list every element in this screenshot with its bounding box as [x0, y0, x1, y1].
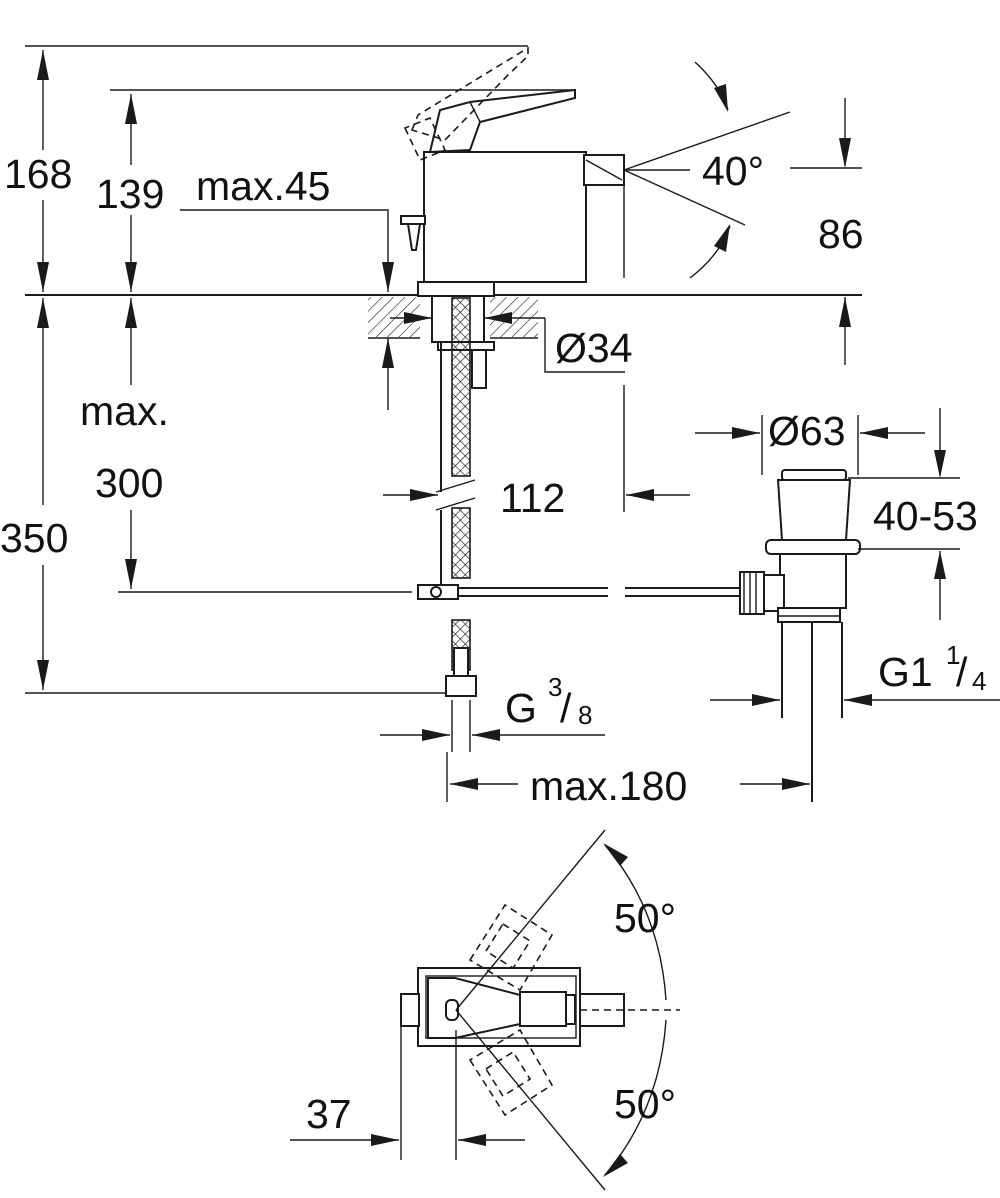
- dim-168: [37, 50, 49, 292]
- label-diameter-34: Ø34: [555, 325, 633, 371]
- supply-hoses: [417, 295, 495, 752]
- dim-supply-thread: [380, 729, 605, 741]
- pop-up-rod: [458, 587, 745, 597]
- lever-dashed-back: [468, 903, 554, 992]
- label-40-53: 40-53: [873, 493, 978, 539]
- label-supply-thread-den: 8: [578, 700, 592, 730]
- lever-dashed-front: [468, 1028, 554, 1117]
- label-37: 37: [306, 1091, 352, 1137]
- label-waste-thread-main: G1: [878, 649, 933, 695]
- label-waste-thread-den: 4: [972, 666, 986, 696]
- waste-assembly: [739, 469, 861, 802]
- dim-350: [37, 298, 49, 690]
- label-112: 112: [500, 475, 565, 521]
- dim-112: [383, 385, 690, 512]
- label-max-180: max.180: [530, 763, 687, 809]
- dim-waste-thread: [710, 694, 1000, 706]
- label-max-45: max.45: [196, 163, 330, 209]
- mixer-body: [400, 46, 625, 297]
- dim-diameter-63: [695, 415, 925, 475]
- dim-max-45: [180, 209, 394, 410]
- label-139: 139: [96, 171, 164, 217]
- dim-angle-40: [623, 61, 791, 279]
- label-waste-thread-num: 1: [946, 640, 960, 670]
- label-diameter-63: Ø63: [768, 408, 846, 454]
- label-86: 86: [818, 211, 864, 257]
- label-max: max.: [80, 388, 169, 434]
- flex-hose-middle: [451, 507, 471, 579]
- label-50-degrees-front: 50°: [614, 1081, 676, 1127]
- flex-hose-upper: [451, 297, 471, 477]
- dimension-labels: 168 139 max.45 40° 86 Ø34 max. 300 112 Ø…: [0, 148, 986, 1137]
- dim-max-180: [446, 752, 810, 802]
- label-supply-thread-slash: /: [560, 685, 572, 731]
- label-350: 350: [0, 515, 68, 561]
- label-300: 300: [95, 460, 163, 506]
- dim-diameter-34: [390, 312, 625, 373]
- dim-40-53: [848, 408, 960, 620]
- dim-86: [790, 98, 862, 365]
- dim-37: [290, 1026, 525, 1160]
- plan-view: [290, 829, 680, 1191]
- dim-139: [125, 94, 137, 292]
- label-50-degrees-back: 50°: [614, 895, 676, 941]
- label-168: 168: [4, 151, 72, 197]
- dim-max-300: [125, 298, 137, 589]
- label-supply-thread-main: G: [505, 685, 537, 731]
- label-supply-thread-num: 3: [548, 672, 562, 702]
- label-waste-thread-slash: /: [956, 649, 968, 695]
- label-40-degrees: 40°: [702, 148, 764, 194]
- elevation-view: [25, 45, 1000, 802]
